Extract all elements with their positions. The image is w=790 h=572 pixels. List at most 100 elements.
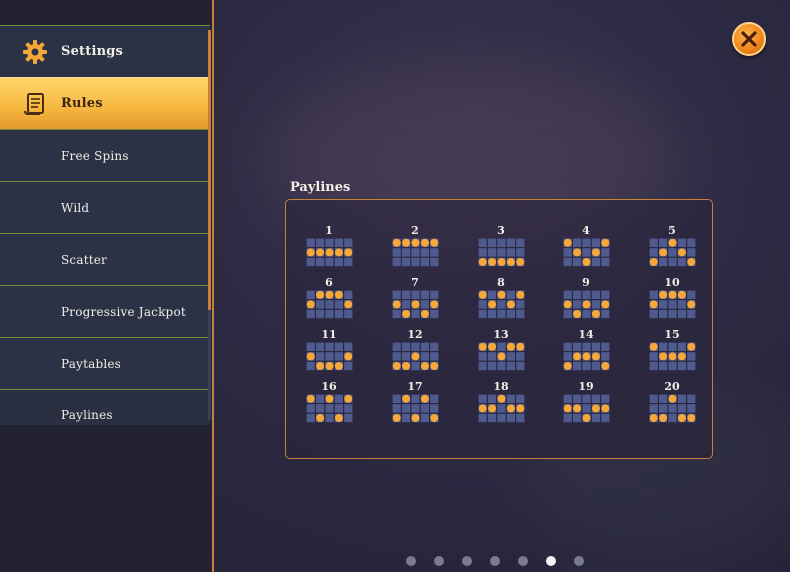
reel-cell (478, 309, 487, 319)
payline-dot (316, 414, 325, 422)
reel-cell (497, 238, 506, 247)
reel-cell (316, 300, 325, 309)
payline-dot (316, 290, 325, 299)
reel-cell (687, 361, 696, 371)
payline-dot (430, 300, 439, 309)
sidebar-item-scatter[interactable]: Scatter (0, 233, 210, 285)
scrollbar-thumb[interactable] (208, 30, 211, 310)
sidebar-item-progressive-jackpot[interactable]: Progressive Jackpot (0, 285, 210, 337)
sidebar-scrollbar[interactable] (208, 30, 211, 420)
reel-cell (677, 342, 686, 351)
reel-cell (478, 394, 487, 403)
reel-cell (392, 248, 401, 257)
page-dot[interactable] (546, 556, 556, 566)
reel-cell (591, 300, 600, 309)
reel-cell (659, 238, 668, 247)
payline-dot (344, 394, 353, 403)
reel-cell (677, 238, 686, 247)
payline-dot (573, 404, 582, 413)
reel-cell (306, 342, 315, 351)
reel-cell (573, 257, 582, 267)
payline-number: 8 (497, 276, 505, 289)
reel-cell (402, 413, 411, 423)
reel-cell (420, 290, 429, 299)
payline-5: 5 (642, 224, 702, 276)
reel-cell (582, 361, 591, 371)
payline-diagram (392, 238, 439, 267)
reel-cell (392, 309, 401, 319)
sidebar-item-settings[interactable]: Settings (0, 25, 210, 77)
payline-11: 11 (299, 328, 359, 380)
reel-cell (488, 290, 497, 299)
reel-cell (677, 309, 686, 319)
reel-cell (334, 352, 343, 361)
payline-dot (497, 290, 506, 299)
reel-cell (430, 352, 439, 361)
payline-dot (677, 290, 686, 299)
sidebar-item-wild[interactable]: Wild (0, 181, 210, 233)
reel-cell (506, 352, 515, 361)
payline-dot (430, 238, 439, 247)
payline-dot (659, 352, 668, 361)
reel-cell (516, 300, 525, 309)
sidebar-item-rules[interactable]: Rules (0, 77, 210, 129)
payline-1: 1 (299, 224, 359, 276)
reel-cell (573, 413, 582, 423)
reel-cell (325, 300, 334, 309)
payline-dot (325, 362, 334, 370)
payline-number: 19 (578, 380, 594, 393)
scroll-icon (22, 91, 48, 117)
payline-number: 7 (411, 276, 419, 289)
payline-number: 13 (493, 328, 509, 341)
reel-cell (325, 342, 334, 351)
reel-cell (411, 361, 420, 371)
reel-cell (573, 300, 582, 309)
reel-cell (668, 257, 677, 267)
page-dot[interactable] (490, 556, 500, 566)
reel-cell (582, 290, 591, 299)
payline-dot (430, 362, 439, 370)
reel-cell (316, 257, 325, 267)
payline-diagram (563, 238, 610, 267)
reel-cell (668, 342, 677, 351)
sidebar-item-paylines[interactable]: Paylines (0, 389, 210, 425)
payline-17: 17 (385, 380, 445, 432)
reel-cell (316, 352, 325, 361)
payline-2: 2 (385, 224, 445, 276)
reel-cell (334, 309, 343, 319)
payline-dot (306, 394, 315, 403)
payline-14: 14 (556, 328, 616, 380)
page-dot[interactable] (574, 556, 584, 566)
reel-cell (649, 394, 658, 403)
payline-number: 20 (664, 380, 680, 393)
page-dot[interactable] (434, 556, 444, 566)
payline-dot (325, 248, 334, 257)
payline-dot (506, 258, 515, 266)
payline-dot (497, 352, 506, 361)
sidebar-item-paytables[interactable]: Paytables (0, 337, 210, 389)
payline-dot (582, 258, 591, 266)
reel-cell (316, 309, 325, 319)
reel-cell (659, 361, 668, 371)
reel-cell (668, 361, 677, 371)
page-dot[interactable] (406, 556, 416, 566)
payline-dot (488, 404, 497, 413)
reel-cell (344, 290, 353, 299)
page-dot[interactable] (518, 556, 528, 566)
reel-cell (306, 238, 315, 247)
reel-cell (306, 309, 315, 319)
payline-7: 7 (385, 276, 445, 328)
reel-cell (334, 238, 343, 247)
page-dot[interactable] (462, 556, 472, 566)
close-button[interactable] (732, 22, 766, 56)
reel-cell (573, 342, 582, 351)
reel-cell (582, 342, 591, 351)
payline-number: 3 (497, 224, 505, 237)
payline-19: 19 (556, 380, 616, 432)
payline-dot (659, 414, 668, 422)
payline-13: 13 (471, 328, 531, 380)
reel-cell (687, 309, 696, 319)
sidebar-item-label: Settings (61, 44, 124, 59)
sidebar-item-free-spins[interactable]: Free Spins (0, 129, 210, 181)
payline-number: 12 (407, 328, 423, 341)
